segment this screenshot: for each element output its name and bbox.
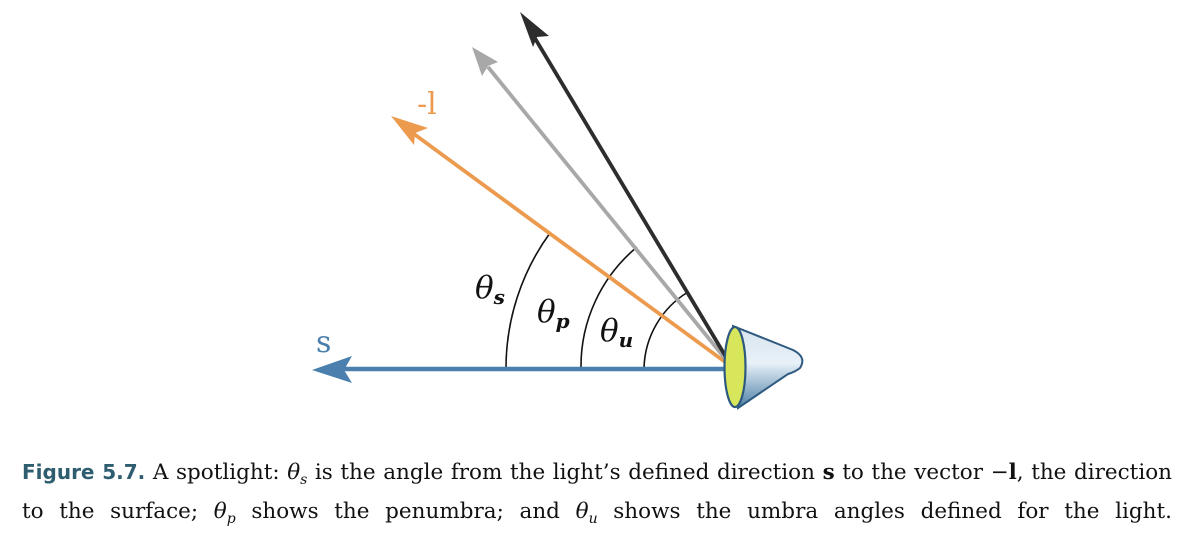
theta-p-label: θp	[537, 294, 570, 333]
caption-l-symbol: l	[1008, 460, 1017, 485]
caption-text-6: shows the umbra angles defined for the l…	[613, 499, 1172, 524]
theta-s-subscript: s	[300, 472, 308, 488]
umbra-vector-line	[531, 34, 734, 368]
figure-caption: Figure 5.7. A spotlight: θs is the angle…	[22, 457, 1172, 535]
neg-l-vector-line	[412, 132, 734, 369]
spotlight-diagram: -l s θs θp θu	[312, 12, 804, 410]
theta-p-subscript: p	[226, 511, 236, 527]
caption-text-2: is the angle from the light’s defined di…	[314, 460, 815, 485]
theta-s-symbol: θ	[287, 460, 301, 485]
theta-u-symbol: θ	[575, 499, 589, 524]
penumbra-vector-line	[486, 65, 734, 369]
theta-u-label: θu	[600, 313, 633, 352]
neg-l-label: -l	[417, 87, 437, 122]
caption-text-1: A spotlight:	[152, 460, 280, 485]
theta-u-subscript: u	[588, 511, 598, 527]
spotlight-cone	[723, 324, 804, 410]
spotlight-face	[723, 325, 747, 409]
theta-p-arc	[580, 246, 638, 369]
s-label: s	[316, 325, 331, 360]
theta-s-label: θs	[475, 270, 505, 309]
umbra-vector-arrowhead	[520, 12, 549, 47]
figure-number: Figure 5.7.	[22, 460, 146, 484]
caption-text-4: , the direction to the surface;	[22, 460, 1172, 524]
theta-u-arc	[643, 291, 689, 369]
caption-text-5: shows the penumbra; and	[251, 499, 560, 524]
s-vector-arrowhead	[312, 356, 352, 383]
theta-s-arc	[505, 232, 551, 369]
caption-s-symbol: s	[822, 460, 835, 485]
penumbra-vector-arrowhead	[472, 47, 498, 76]
neg-l-vector-arrowhead	[391, 116, 428, 145]
caption-text-3: to the vector −	[842, 460, 1009, 485]
theta-p-symbol: θ	[213, 499, 227, 524]
